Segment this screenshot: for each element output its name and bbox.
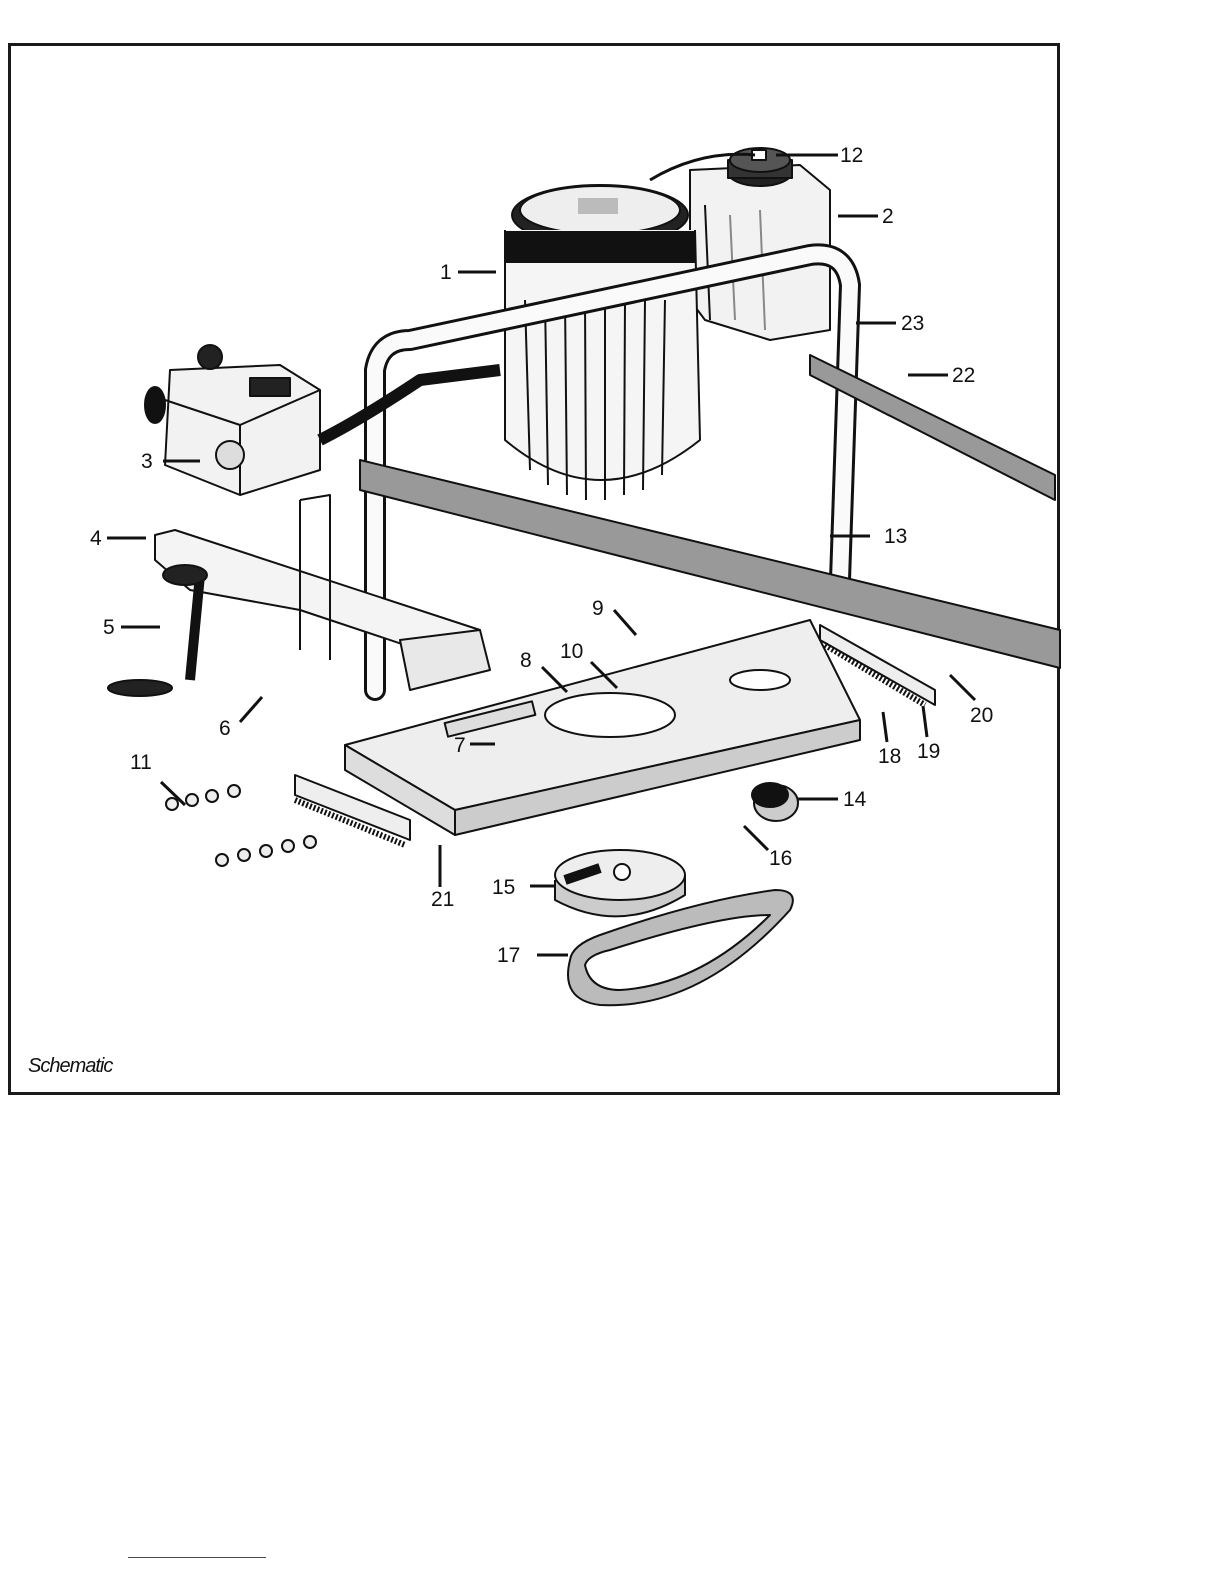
callout-23: 23 [901, 313, 924, 334]
callout-2: 2 [882, 206, 894, 227]
callout-14: 14 [843, 789, 866, 810]
callout-19: 19 [917, 741, 940, 762]
motor [505, 185, 700, 500]
gear-housing [155, 495, 490, 690]
link-underline[interactable] [128, 1557, 266, 1558]
crank-handle [108, 565, 207, 696]
callout-10: 10 [560, 641, 583, 662]
callout-22: 22 [952, 365, 975, 386]
callout-15: 15 [492, 877, 515, 898]
callout-20: 20 [970, 705, 993, 726]
callout-5: 5 [103, 617, 115, 638]
small-pulley [752, 783, 798, 821]
callout-6: 6 [219, 718, 231, 739]
callout-9: 9 [592, 598, 604, 619]
callout-16: 16 [769, 848, 792, 869]
callout-3: 3 [141, 451, 153, 472]
callout-7: 7 [454, 735, 466, 756]
callout-8: 8 [520, 650, 532, 671]
callout-1: 1 [440, 262, 452, 283]
callout-18: 18 [878, 746, 901, 767]
switch-box [145, 345, 500, 495]
callout-13: 13 [884, 526, 907, 547]
nut-set [166, 785, 316, 866]
callout-4: 4 [90, 528, 102, 549]
large-pulley [555, 850, 685, 916]
callout-11: 11 [130, 752, 152, 773]
callout-12: 12 [840, 145, 863, 166]
schematic-caption: Schematic [28, 1055, 112, 1078]
callout-17: 17 [497, 945, 520, 966]
callout-21: 21 [431, 889, 454, 910]
